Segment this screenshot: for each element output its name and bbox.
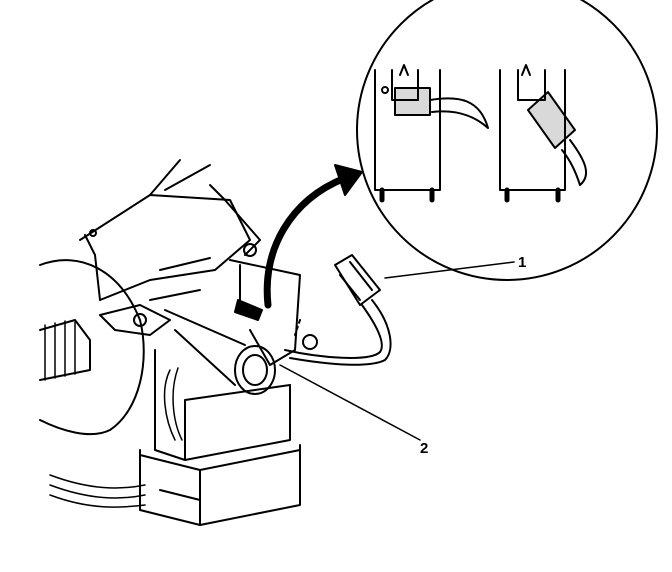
leader-line-2 xyxy=(279,364,421,441)
callout-2: 2 xyxy=(420,440,429,457)
detail-inset xyxy=(356,0,658,281)
curved-arrow xyxy=(263,164,363,309)
leader-line-1 xyxy=(384,261,515,279)
steering-column-assembly xyxy=(39,159,318,526)
callout-1: 1 xyxy=(518,254,527,271)
connector xyxy=(284,254,392,366)
